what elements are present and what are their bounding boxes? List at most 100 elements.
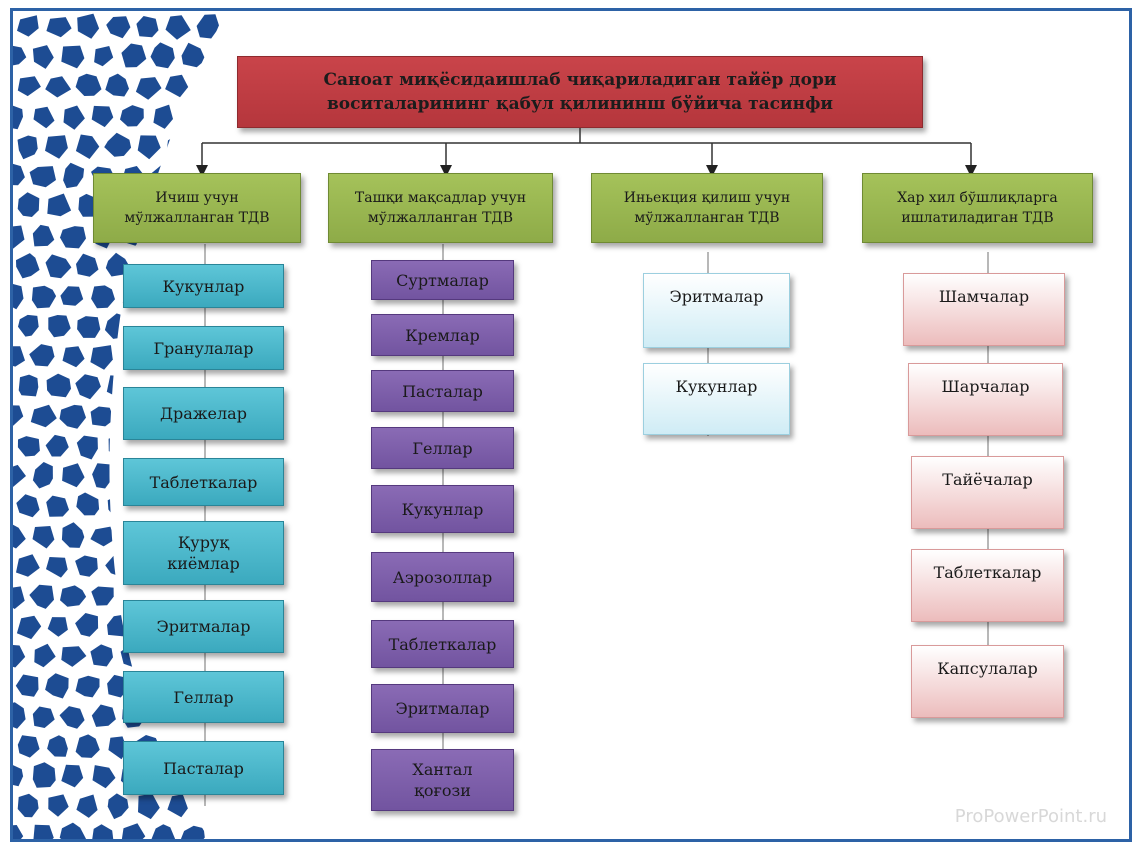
mosaic-tile: [59, 706, 85, 729]
oral-item: Геллар: [123, 671, 284, 723]
mosaic-tile: [17, 76, 41, 97]
oral-item: Қуруқ киёмлар: [123, 521, 284, 585]
mosaic-tile: [32, 224, 55, 247]
mosaic-tile: [136, 16, 159, 38]
mosaic-tile: [48, 794, 69, 817]
mosaic-tile: [121, 823, 146, 839]
injection-item: Эритмалар: [643, 273, 790, 348]
mosaic-tile: [90, 406, 115, 427]
mosaic-tile: [90, 526, 115, 547]
mosaic-tile: [46, 495, 69, 517]
external-item: Кукунлар: [371, 485, 514, 533]
oral-item: Гранулалар: [123, 326, 284, 370]
mosaic-tile: [32, 706, 55, 728]
mosaic-tile: [13, 825, 24, 839]
mosaic-tile: [18, 374, 39, 397]
mosaic-tile: [91, 285, 115, 309]
mosaic-tile: [13, 586, 25, 609]
mosaic-tile: [17, 15, 39, 37]
external-item: Суртмалар: [371, 260, 514, 300]
mosaic-tile: [75, 374, 101, 400]
external-item: Кремлар: [371, 314, 514, 356]
mosaic-tile: [13, 702, 26, 729]
mosaic-tile: [104, 132, 132, 157]
mosaic-tile: [47, 735, 68, 757]
mosaic-tile: [18, 314, 39, 337]
mosaic-tile: [76, 435, 98, 460]
mosaic-tile: [165, 74, 189, 98]
mosaic-tile: [167, 794, 188, 818]
oral-item: Кукунлар: [123, 264, 284, 308]
mosaic-tile: [29, 344, 55, 367]
mosaic-tile: [92, 824, 114, 839]
mosaic-tile: [32, 526, 55, 549]
watermark: ProPowerPoint.ru: [954, 806, 1107, 827]
mosaic-tile: [60, 286, 84, 306]
external-item: Аэрозоллар: [371, 552, 514, 602]
mosaic-tile: [150, 42, 175, 69]
mosaic-tile: [45, 434, 69, 457]
mosaic-tile: [137, 135, 161, 160]
mosaic-tile: [61, 764, 84, 788]
external-item: Эритмалар: [371, 684, 514, 733]
mosaic-tile: [45, 135, 68, 159]
mosaic-tile: [30, 404, 57, 428]
mosaic-tile: [17, 735, 40, 758]
injection-item: Кукунлар: [643, 363, 790, 435]
mosaic-tile: [106, 16, 131, 39]
mosaic-tile: [75, 613, 99, 637]
mosaic-tile: [45, 673, 69, 699]
mosaic-tile: [63, 105, 85, 130]
mosaic-tile: [46, 373, 71, 398]
oral-item: Эритмалар: [123, 600, 284, 653]
mosaic-tile: [76, 492, 100, 516]
mosaic-tile: [34, 643, 56, 668]
mosaic-tile: [17, 436, 40, 457]
mosaic-tile: [47, 617, 68, 637]
mosaic-tile: [16, 554, 40, 577]
mosaic-tile: [45, 76, 72, 98]
mosaic-tile: [61, 522, 85, 548]
mosaic-tile: [121, 43, 147, 68]
mosaic-tile: [59, 404, 86, 429]
mosaic-tile: [16, 494, 40, 518]
mosaic-tile: [90, 644, 113, 667]
mosaic-tile: [75, 675, 100, 698]
mosaic-tile: [61, 646, 87, 667]
mosaic-tile: [32, 762, 56, 788]
mosaic-tile: [75, 555, 98, 577]
mosaic-tile: [13, 644, 26, 668]
mosaic-tile: [16, 615, 42, 640]
mosaic-tile: [92, 463, 114, 489]
mosaic-tile: [29, 166, 56, 188]
mosaic-tile: [62, 463, 85, 488]
mosaic-tile: [120, 105, 144, 127]
category-external: Ташқи мақсадлар учун мўлжалланган ТДВ: [328, 173, 553, 243]
mosaic-tile: [13, 524, 26, 549]
mosaic-tile: [91, 586, 114, 606]
external-item: Геллар: [371, 427, 514, 469]
mosaic-tile: [17, 135, 38, 160]
cavity-item: Капсулалар: [911, 645, 1064, 718]
mosaic-tile: [76, 253, 99, 277]
mosaic-tile: [75, 734, 100, 758]
external-item: Таблеткалар: [371, 620, 514, 668]
mosaic-tile: [29, 584, 54, 609]
category-oral: Ичиш учун мўлжалланган ТДВ: [93, 173, 301, 243]
mosaic-tile: [46, 557, 68, 578]
cavity-item: Шамчалар: [903, 273, 1065, 346]
mosaic-tile: [135, 77, 162, 100]
mosaic-tile: [48, 315, 71, 338]
mosaic-tile: [15, 674, 39, 697]
mosaic-tile: [150, 824, 176, 839]
mosaic-tile: [60, 226, 86, 249]
oral-item: Дражелар: [123, 387, 284, 440]
mosaic-tile: [181, 42, 206, 68]
mosaic-tile: [91, 105, 114, 128]
mosaic-tile: [17, 192, 40, 217]
mosaic-tile: [31, 285, 57, 309]
external-item: Хантал қоғози: [371, 749, 514, 811]
diagram-title: Саноат миқёсидаишлаб чиқариладиган тайёр…: [237, 56, 923, 128]
mosaic-tile: [13, 346, 25, 367]
mosaic-tile: [61, 45, 85, 69]
